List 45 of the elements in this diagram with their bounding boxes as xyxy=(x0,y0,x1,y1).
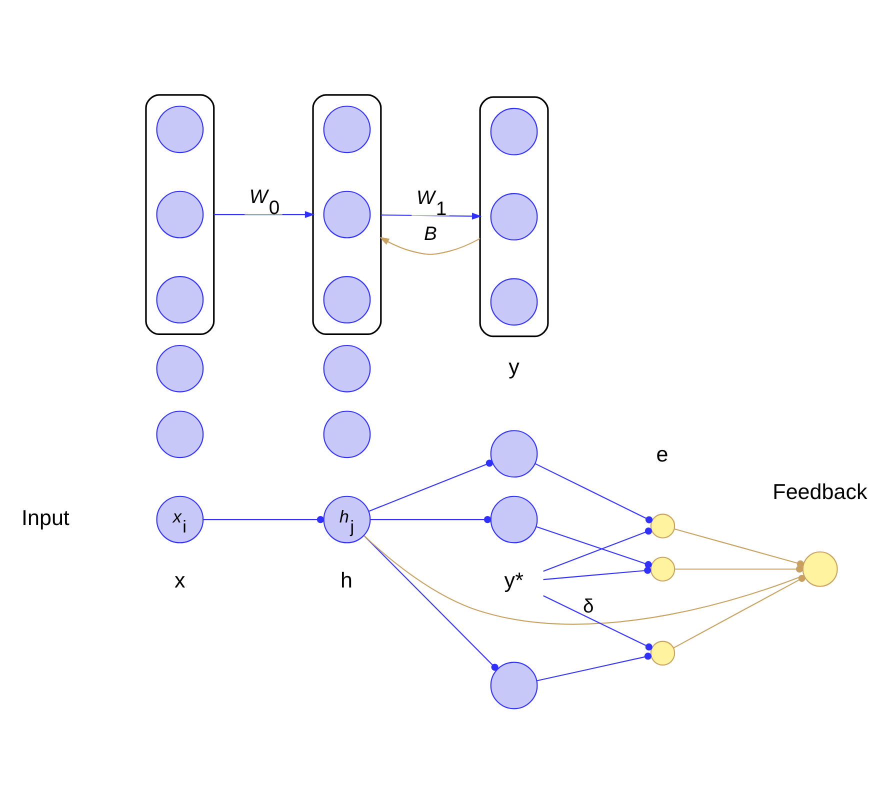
label: Feedback xyxy=(772,478,868,504)
connector xyxy=(203,516,324,523)
label: e xyxy=(656,440,668,466)
connector xyxy=(363,534,498,670)
node-circle xyxy=(323,344,371,392)
connector xyxy=(536,526,652,568)
arrow xyxy=(380,212,482,220)
label: y xyxy=(508,354,520,379)
edge-label: B xyxy=(424,222,437,244)
node-circle xyxy=(156,410,204,458)
arrow xyxy=(214,210,315,218)
node-circle xyxy=(490,278,538,326)
node-circle xyxy=(156,105,204,153)
arrow xyxy=(379,236,480,254)
node-circle xyxy=(490,107,538,155)
node-circle xyxy=(323,275,371,323)
node-circle xyxy=(650,556,676,582)
node-circle xyxy=(156,344,204,392)
connector xyxy=(370,516,492,523)
connector xyxy=(536,652,652,681)
label: h xyxy=(340,566,352,592)
node-circle xyxy=(323,105,371,153)
node-circle xyxy=(650,640,676,666)
node-circle xyxy=(650,513,676,538)
node-circle xyxy=(490,430,538,478)
node-text: y* xyxy=(504,566,524,592)
cluster xyxy=(145,94,215,334)
edge-label: δ xyxy=(582,595,594,618)
connector xyxy=(534,462,653,523)
node-circle xyxy=(323,190,371,238)
connector xyxy=(543,594,652,650)
node-circle xyxy=(156,275,204,323)
connector xyxy=(543,566,652,580)
label: x xyxy=(174,566,186,592)
node-circle xyxy=(802,550,838,586)
node-circle xyxy=(323,410,371,458)
connector xyxy=(543,527,652,572)
connector xyxy=(368,459,493,512)
node-circle xyxy=(156,190,204,238)
cluster xyxy=(479,96,549,337)
node-circle xyxy=(490,192,538,240)
label: Input xyxy=(22,504,70,530)
cluster xyxy=(312,94,382,334)
node-circle xyxy=(490,495,538,543)
connector xyxy=(674,565,804,572)
